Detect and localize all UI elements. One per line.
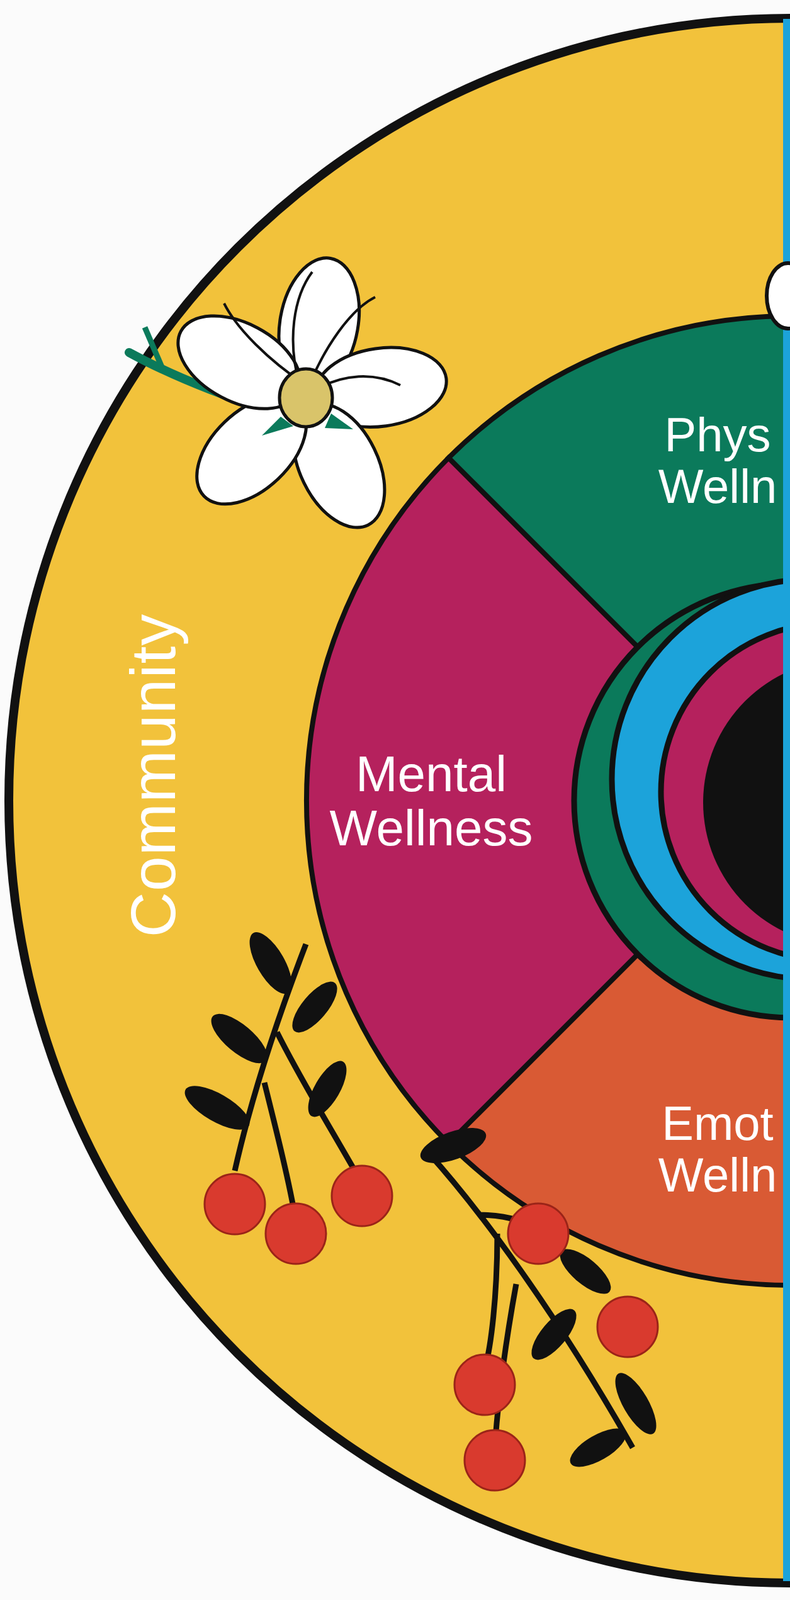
leaf [300,1055,355,1123]
physical-wellness-sector: Phys Welln [651,409,784,513]
leaf [203,1005,276,1072]
flower [162,251,452,543]
flower-center [279,368,333,427]
sepals [261,413,354,436]
swirl-center [703,659,790,947]
leaf [524,1302,585,1367]
leaf [241,925,300,1000]
sector-label: Community [118,613,187,938]
berry [265,1203,327,1264]
community-ring [8,18,790,1584]
berry [507,1203,569,1264]
berries [204,1165,393,1264]
leaf [285,975,345,1040]
berry [454,1354,515,1416]
berry [331,1165,393,1227]
sector-label: Emot Welln [651,1097,784,1202]
right-strip [783,18,790,1582]
berries [454,1203,658,1491]
swirl-magenta [660,623,790,961]
emotional-wellness-sector: Emot Welln [651,1097,784,1202]
berry-leaves [416,1121,665,1475]
white-bud [766,263,790,329]
berry [464,1430,525,1491]
berry [204,1173,266,1235]
berry [597,1296,658,1358]
flower-twig [144,327,164,372]
mental-wellness-sector: Mental Wellness [311,747,551,857]
leaf [178,1077,256,1139]
leaf [416,1121,491,1171]
berry-leaves [178,925,355,1139]
swirl-blue [611,579,790,980]
berry-stem [428,1153,633,1448]
sector-label: Mental Wellness [311,747,551,857]
sector-label: Phys Welln [651,409,784,513]
leaf [564,1421,632,1475]
